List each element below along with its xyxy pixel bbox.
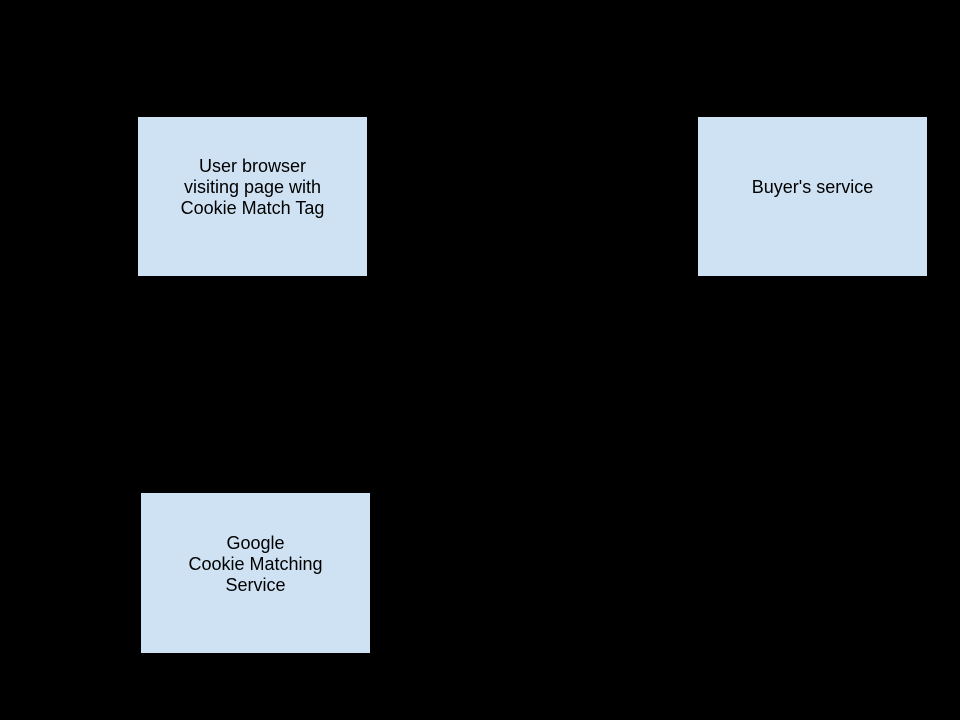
node-google-cookie-matching-service: Google Cookie Matching Service (140, 492, 371, 654)
label-line: Buyer's service (751, 177, 874, 197)
node-buyers-service-label: Buyer's service (698, 177, 927, 198)
node-user-browser: User browser visiting page with Cookie M… (137, 116, 368, 277)
node-google-cookie-matching-service-label: Google Cookie Matching Service (141, 533, 370, 596)
label-line: Cookie Match Tag (180, 198, 325, 218)
label-line: Service (225, 574, 286, 595)
label-line: User browser (198, 156, 307, 176)
label-line: Cookie Matching (188, 553, 323, 574)
label-line: Google (226, 532, 285, 553)
label-line: visiting page with (183, 177, 322, 197)
node-user-browser-label: User browser visiting page with Cookie M… (138, 156, 367, 219)
node-buyers-service: Buyer's service (697, 116, 928, 277)
